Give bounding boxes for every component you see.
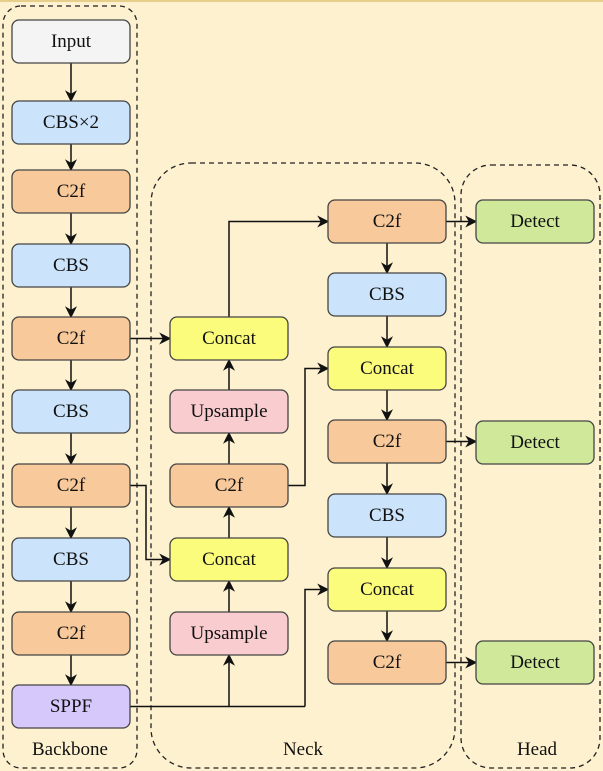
backbone-label: Backbone [32, 739, 108, 760]
neck-right-node-c2f: C2f [327, 640, 447, 685]
node-box [327, 272, 447, 317]
node-label: C2f [57, 475, 86, 496]
node-box [11, 611, 131, 656]
node-label: C2f [57, 181, 86, 202]
node-box [169, 537, 289, 582]
node-box [11, 100, 131, 145]
node-box [327, 346, 447, 391]
node-label: Upsample [190, 623, 267, 644]
backbone-node-sppf: SPPF [11, 684, 131, 729]
node-box [169, 389, 289, 434]
node-box [11, 316, 131, 361]
node-label: Detect [510, 432, 560, 453]
node-box [169, 611, 289, 656]
backbone-node-c2f: C2f [11, 611, 131, 656]
neck-left-node-upsample: Upsample [169, 389, 289, 434]
node-box [11, 684, 131, 729]
node-label: CBS [369, 284, 405, 305]
node-label: CBS [53, 255, 89, 276]
node-box [475, 199, 595, 244]
node-label: C2f [373, 652, 402, 673]
neck-left-node-concat: Concat [169, 316, 289, 361]
node-label: CBS [53, 401, 89, 422]
neck-right-node-cbs: CBS [327, 272, 447, 317]
node-label: Detect [510, 652, 560, 673]
neck-right-node-c2f: C2f [327, 199, 447, 244]
neck-left-node-concat: Concat [169, 537, 289, 582]
backbone-node-cbs: CBS [11, 537, 131, 582]
head-node-detect: Detect [475, 420, 595, 465]
neck-right-node-c2f: C2f [327, 419, 447, 464]
neck-left-node-c2f: C2f [169, 463, 289, 508]
node-label: C2f [373, 431, 402, 452]
node-box [11, 389, 131, 434]
connections [65, 63, 478, 708]
node-label: C2f [57, 328, 86, 349]
head-group [460, 164, 601, 769]
node-label: CBS [53, 549, 89, 570]
node-label: Concat [202, 328, 257, 349]
backbone-group [2, 5, 138, 769]
head-label: Head [517, 739, 558, 760]
backbone-node-cbs: CBS [11, 389, 131, 434]
neck-group [150, 162, 456, 769]
node-box [11, 463, 131, 508]
node-label: SPPF [50, 696, 92, 717]
node-label: Upsample [190, 401, 267, 422]
arrow [304, 583, 330, 707]
node-box [327, 199, 447, 244]
head-node-detect: Detect [475, 640, 595, 685]
node-label: Concat [360, 358, 415, 379]
neck-label: Neck [283, 739, 324, 760]
node-box [475, 640, 595, 685]
backbone-node-c2f: C2f [11, 169, 131, 214]
node-box [475, 420, 595, 465]
head-node-detect: Detect [475, 199, 595, 244]
node-label: Concat [202, 549, 257, 570]
node-box [11, 537, 131, 582]
node-label: Concat [360, 579, 415, 600]
backbone-node-input: Input [11, 19, 131, 64]
backbone-node-c2f: C2f [11, 316, 131, 361]
node-label: Detect [510, 211, 560, 232]
node-box [327, 640, 447, 685]
backbone-node-cbs: CBS×2 [11, 100, 131, 145]
node-label: C2f [215, 475, 244, 496]
node-label: Input [51, 31, 92, 52]
arrow [130, 484, 172, 566]
neck-right-node-cbs: CBS [327, 493, 447, 538]
node-box [169, 463, 289, 508]
neck-right-node-concat: Concat [327, 567, 447, 612]
neck-right-node-concat: Concat [327, 346, 447, 391]
node-label: CBS [369, 505, 405, 526]
node-box [11, 19, 131, 64]
node-box [11, 169, 131, 214]
node-label: C2f [57, 623, 86, 644]
node-label: C2f [373, 211, 402, 232]
arrow [228, 215, 330, 317]
backbone-node-c2f: C2f [11, 463, 131, 508]
backbone-node-cbs: CBS [11, 243, 131, 288]
node-box [327, 493, 447, 538]
node-box [11, 243, 131, 288]
arrow [288, 362, 330, 487]
node-box [169, 316, 289, 361]
node-label: CBS×2 [43, 112, 99, 133]
neck-left-node-upsample: Upsample [169, 611, 289, 656]
node-box [327, 567, 447, 612]
nodes: InputCBS×2C2fCBSC2fCBSC2fCBSC2fSPPFConca… [11, 19, 595, 729]
node-box [327, 419, 447, 464]
